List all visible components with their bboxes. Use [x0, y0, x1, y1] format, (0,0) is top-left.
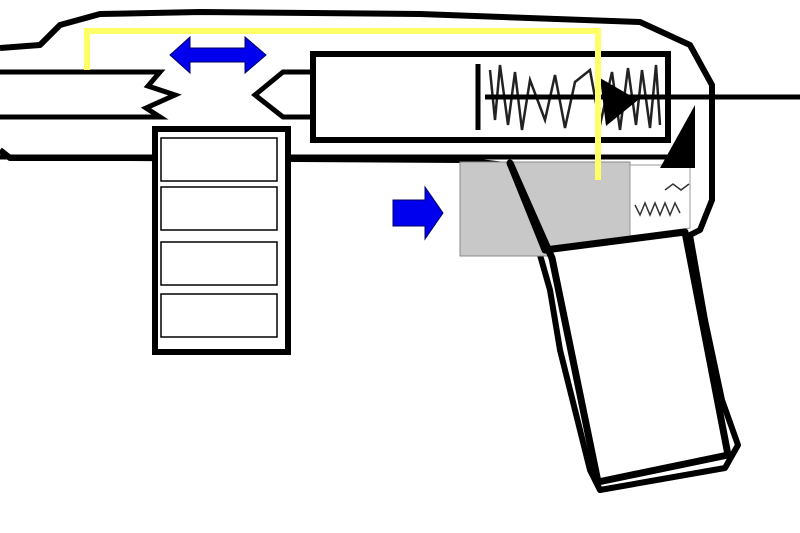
cartridge	[160, 186, 278, 231]
cartridge	[160, 293, 278, 338]
double-arrow-icon	[169, 35, 267, 75]
recoil-spring	[488, 64, 662, 131]
sear	[660, 105, 695, 168]
gas-path	[84, 28, 601, 180]
breech	[251, 69, 312, 120]
right-arrow-icon	[392, 185, 444, 241]
barrel	[0, 69, 182, 120]
cartridge	[160, 241, 278, 286]
sear-spring-area	[629, 164, 691, 237]
cartridge	[160, 137, 278, 182]
trigger-guard-edge	[506, 161, 552, 254]
sear-spring	[634, 183, 690, 217]
hammer	[600, 78, 638, 126]
